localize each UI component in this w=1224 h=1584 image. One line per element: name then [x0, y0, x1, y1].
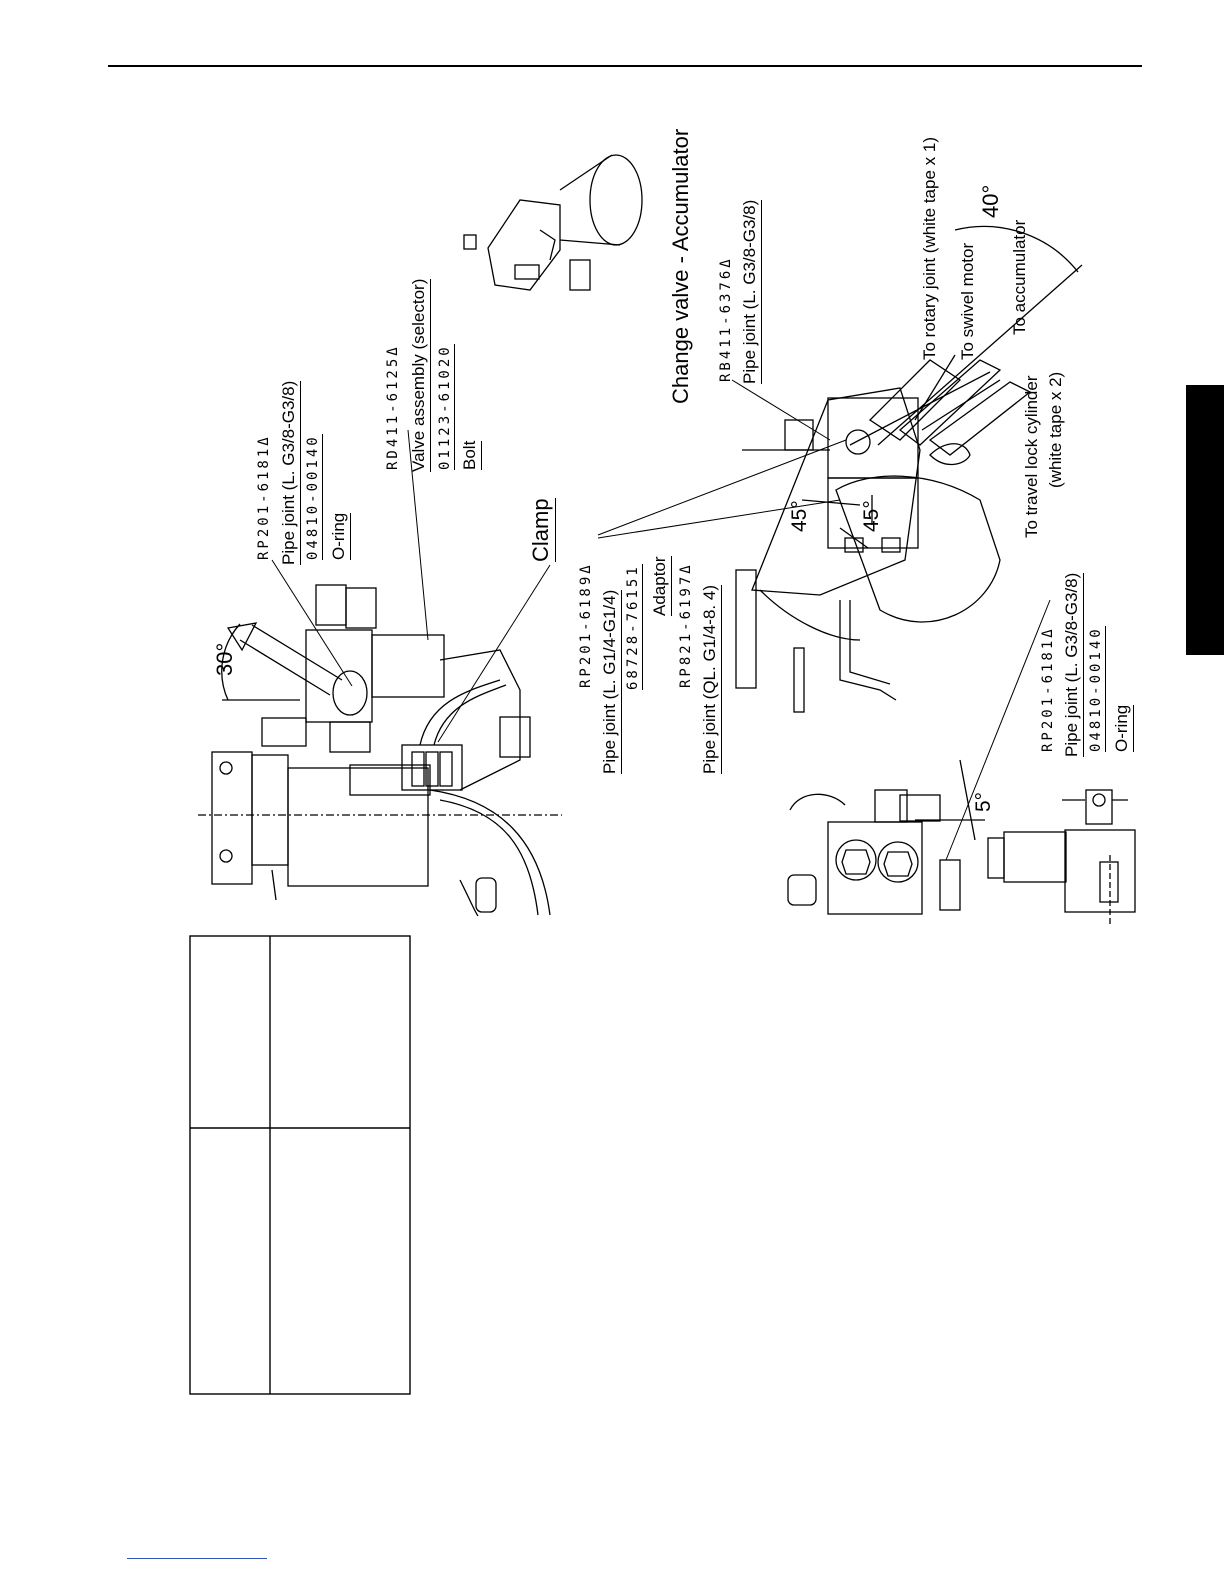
left-oring-label: O-ring [329, 512, 351, 560]
angle-30-label: 30° [212, 642, 237, 676]
header-rule [108, 65, 1142, 67]
bottom-pipe-joint-code: RP201-6181Δ [1040, 626, 1056, 752]
bottom-pipe-joint-name: Pipe joint (L. G3/8-G3/8) [1062, 572, 1084, 757]
angle-5-label: 5° [972, 791, 995, 812]
valve-assembly-name: Valve assembly (selector) [409, 278, 431, 472]
rp6189-code: RP201-6189Δ [578, 562, 594, 688]
rp6189-name: Pipe joint (L. G1/4-G1/4) [600, 589, 622, 774]
valve-perspective-drawing [463, 154, 643, 291]
to-rotary-joint-label: To rotary joint (white tape x 1) [920, 137, 939, 360]
right-valve-assembly-drawing [735, 225, 1083, 713]
adaptor-label: Adaptor [650, 556, 672, 616]
rp8821-code: RP821-6197Δ [678, 562, 694, 688]
adaptor-code: 68728-76151 [625, 564, 643, 690]
change-valve-title: Change valve - Accumulator [668, 128, 693, 404]
to-swivel-motor-label: To swivel motor [958, 242, 977, 360]
left-pipe-joint-name: Pipe joint (L. G3/8-G3/8) [279, 380, 301, 565]
left-oring-code: 04810-00140 [305, 434, 323, 560]
section-tab [1186, 385, 1224, 655]
angle-45-b-label: 45° [860, 500, 883, 532]
bottom-oring-code: 04810-00140 [1088, 626, 1106, 752]
rp8821-name: Pipe joint (QL. G1/4-8. 4) [700, 585, 722, 774]
valve-assembly-code: RD411-6125Δ [385, 344, 401, 470]
white-tape-label: (white tape x 2) [1046, 371, 1065, 488]
angle-45-a-label: 45° [788, 500, 811, 532]
footer-link-underline[interactable] [127, 1558, 267, 1559]
bottom-oring-label: O-ring [1112, 704, 1134, 752]
bolt-code: 01123-61020 [437, 344, 455, 470]
leader-lines [271, 379, 1051, 861]
table-frame [189, 935, 411, 1395]
left-valve-assembly-drawing [198, 584, 562, 917]
rb-pipe-joint-name: Pipe joint (L. G3/8-G3/8) [740, 199, 762, 384]
to-accumulator-label: To accumulator [1010, 219, 1029, 335]
clamp-label: Clamp [528, 498, 556, 562]
angle-40-label: 40° [978, 184, 1003, 218]
left-pipe-joint-code: RP201-6181Δ [256, 434, 272, 560]
to-travel-lock-label: To travel lock cylinder [1022, 375, 1041, 538]
bolt-label: Bolt [460, 440, 482, 470]
rb-pipe-joint-code: RB411-6376Δ [718, 256, 734, 382]
bottom-valve-views-drawing [787, 759, 1136, 925]
